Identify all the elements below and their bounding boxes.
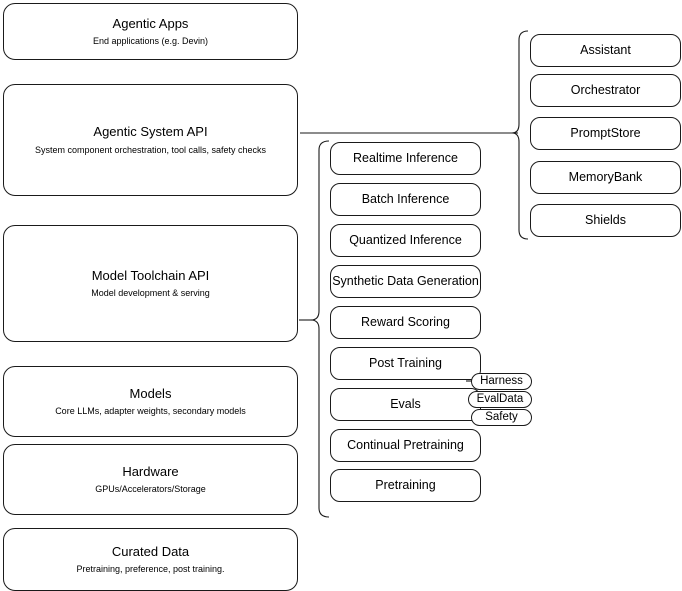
component-realtime-inference[interactable]: Realtime Inference bbox=[330, 142, 481, 175]
component-memorybank[interactable]: MemoryBank bbox=[530, 161, 681, 194]
component-continual-pretraining[interactable]: Continual Pretraining bbox=[330, 429, 481, 462]
layer-title: Agentic Apps bbox=[112, 15, 189, 31]
layer-title: Model Toolchain API bbox=[91, 267, 210, 283]
layer-title: Curated Data bbox=[111, 543, 190, 559]
layer-agentic-system-api[interactable]: Agentic System API System component orch… bbox=[3, 84, 298, 196]
component-pretraining[interactable]: Pretraining bbox=[330, 469, 481, 502]
component-label: Pretraining bbox=[375, 477, 436, 492]
component-orchestrator[interactable]: Orchestrator bbox=[530, 74, 681, 107]
layer-subtitle: Core LLMs, adapter weights, secondary mo… bbox=[55, 406, 246, 416]
component-promptstore[interactable]: PromptStore bbox=[530, 117, 681, 150]
layer-models[interactable]: Models Core LLMs, adapter weights, secon… bbox=[3, 366, 298, 437]
component-label: Realtime Inference bbox=[353, 150, 458, 165]
layer-subtitle: System component orchestration, tool cal… bbox=[34, 144, 267, 155]
evals-sub-safety[interactable]: Safety bbox=[471, 409, 532, 426]
component-reward-scoring[interactable]: Reward Scoring bbox=[330, 306, 481, 339]
component-label: Reward Scoring bbox=[361, 314, 450, 329]
layer-hardware[interactable]: Hardware GPUs/Accelerators/Storage bbox=[3, 444, 298, 515]
component-post-training[interactable]: Post Training bbox=[330, 347, 481, 380]
layer-curated-data[interactable]: Curated Data Pretraining, preference, po… bbox=[3, 528, 298, 591]
component-label: PromptStore bbox=[570, 125, 641, 140]
component-label: Continual Pretraining bbox=[347, 437, 464, 452]
evals-sub-label: EvalData bbox=[476, 392, 524, 405]
component-assistant[interactable]: Assistant bbox=[530, 34, 681, 67]
layer-subtitle: Model development & serving bbox=[91, 288, 210, 298]
brace-toolchain-components bbox=[310, 140, 330, 518]
component-batch-inference[interactable]: Batch Inference bbox=[330, 183, 481, 216]
component-label: Evals bbox=[390, 396, 421, 411]
component-label: Synthetic Data Generation bbox=[332, 273, 479, 288]
component-label: Quantized Inference bbox=[349, 232, 462, 247]
layer-title: Hardware bbox=[122, 463, 179, 479]
brace-system-api-components bbox=[511, 30, 529, 240]
layer-title: Agentic System API bbox=[93, 124, 208, 140]
component-synthetic-data-generation[interactable]: Synthetic Data Generation bbox=[330, 265, 481, 298]
component-evals[interactable]: Evals bbox=[330, 388, 481, 421]
component-label: Batch Inference bbox=[361, 191, 450, 206]
component-label: Assistant bbox=[580, 42, 631, 57]
layer-subtitle: Pretraining, preference, post training. bbox=[76, 564, 225, 574]
component-label: Shields bbox=[585, 212, 626, 227]
evals-sub-evaldata[interactable]: EvalData bbox=[468, 391, 532, 408]
component-label: Orchestrator bbox=[570, 82, 641, 97]
evals-sub-harness[interactable]: Harness bbox=[471, 373, 532, 390]
layer-subtitle: End applications (e.g. Devin) bbox=[92, 36, 209, 46]
layer-title: Models bbox=[129, 385, 172, 401]
component-shields[interactable]: Shields bbox=[530, 204, 681, 237]
layer-subtitle: GPUs/Accelerators/Storage bbox=[95, 484, 206, 494]
evals-sub-label: Safety bbox=[485, 410, 518, 423]
evals-sub-label: Harness bbox=[480, 374, 523, 387]
component-label: Post Training bbox=[369, 355, 442, 370]
layer-model-toolchain-api[interactable]: Model Toolchain API Model development & … bbox=[3, 225, 298, 342]
component-label: MemoryBank bbox=[568, 169, 643, 184]
component-quantized-inference[interactable]: Quantized Inference bbox=[330, 224, 481, 257]
layer-agentic-apps[interactable]: Agentic Apps End applications (e.g. Devi… bbox=[3, 3, 298, 60]
